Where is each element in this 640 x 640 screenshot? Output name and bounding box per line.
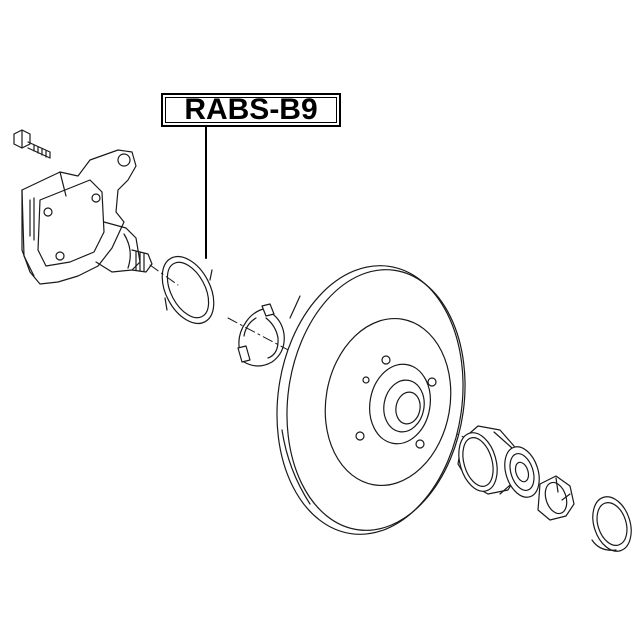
wheel-bearing — [457, 425, 521, 495]
bearing-seal — [504, 446, 540, 498]
part-number-text: RABS-B9 — [184, 93, 318, 126]
wheel-bolt — [13, 129, 51, 159]
part-number-label-inner-border — [165, 97, 337, 123]
brake-disc — [276, 265, 466, 535]
abs-ring — [161, 255, 215, 325]
part-number-label: RABS-B9 — [161, 93, 341, 127]
hub-nut — [537, 475, 575, 521]
steering-knuckle — [21, 149, 153, 285]
dust-cap — [591, 496, 632, 552]
snap-ring — [237, 303, 285, 367]
